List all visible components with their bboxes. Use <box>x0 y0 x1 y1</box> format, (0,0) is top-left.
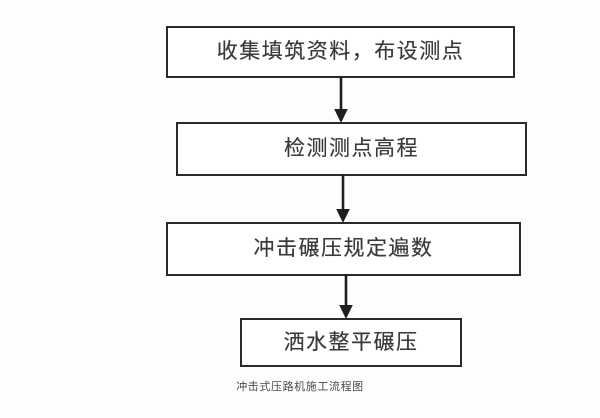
flowchart-node-2-label: 检测测点高程 <box>284 136 419 161</box>
flowchart-node-2[interactable]: 检测测点高程 <box>176 122 527 176</box>
flowchart-node-4-label: 洒水整平碾压 <box>283 329 419 354</box>
flowchart-caption: 冲击式压路机施工流程图 <box>236 380 364 393</box>
flowchart-arrow-1-to-2 <box>330 76 352 124</box>
flowchart-node-1-label: 收集填筑资料，布设测点 <box>216 39 465 64</box>
flowchart-arrow-3-to-4 <box>335 274 357 320</box>
flowchart-node-4[interactable]: 洒水整平碾压 <box>240 318 462 367</box>
flowchart-arrow-2-to-3 <box>332 174 354 224</box>
flowchart-node-1[interactable]: 收集填筑资料，布设测点 <box>166 26 515 78</box>
flowchart-node-3-label: 冲击碾压规定遍数 <box>253 236 434 261</box>
flowchart-node-3[interactable]: 冲击碾压规定遍数 <box>166 222 521 276</box>
